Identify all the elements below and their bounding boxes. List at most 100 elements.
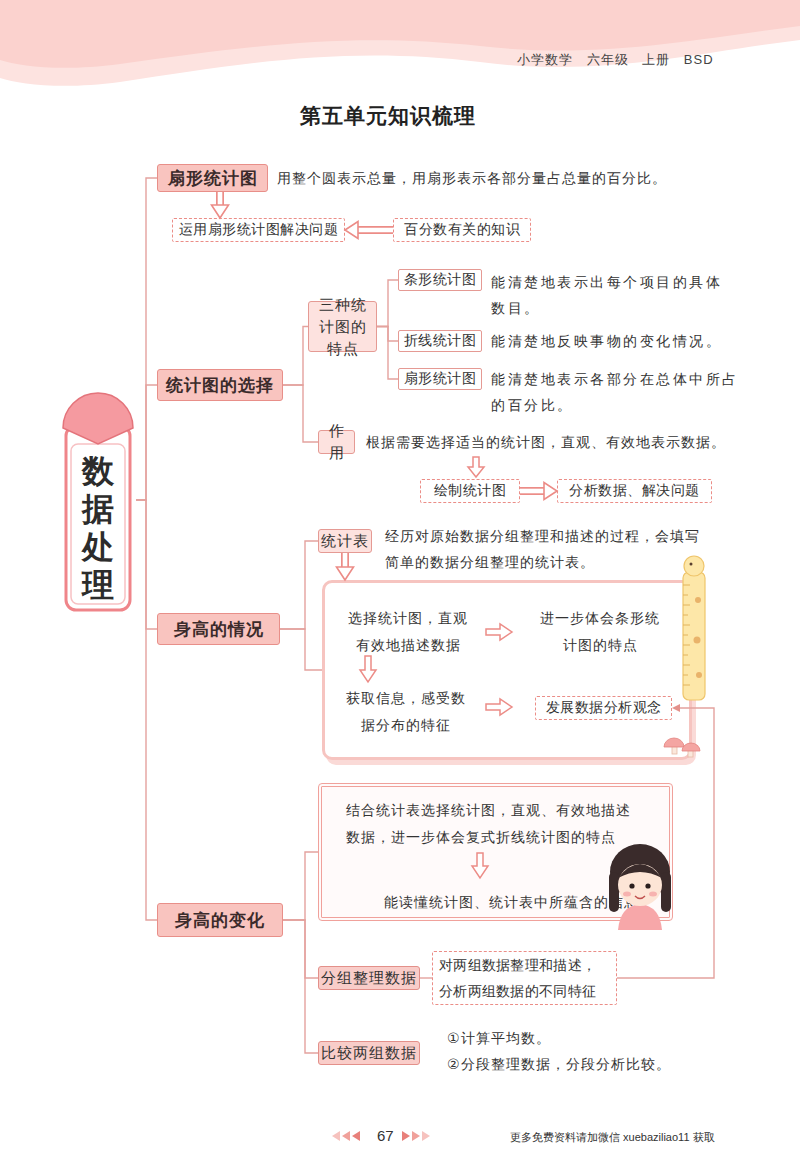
sub-box: 比较两组数据: [318, 1041, 420, 1065]
node-text: 扇形统计图: [168, 167, 258, 190]
branch-line: [420, 978, 432, 979]
sub-box: 作用: [318, 430, 355, 454]
footer-triangle: [402, 1131, 410, 1141]
node-text: 运用扇形统计图解决问题: [179, 221, 339, 239]
description-text: 根据需要选择适当的统计图，直观、有效地表示数据。: [366, 429, 766, 455]
description-text: 能清楚地反映事物的变化情况。: [491, 328, 751, 354]
giraffe-spot: [694, 637, 701, 644]
giraffe-head: [684, 556, 704, 576]
node-text: 条形统计图: [404, 271, 477, 289]
footer-triangle: [422, 1131, 430, 1141]
shield-fan: [63, 393, 133, 444]
arrow-head: [212, 205, 229, 218]
branch-line: [280, 629, 322, 670]
arrow-head: [337, 567, 354, 580]
arrow-head: [672, 704, 680, 712]
header-wave: [0, 0, 800, 86]
girl-pigtail: [661, 872, 671, 912]
node-text: 统计表: [321, 530, 369, 552]
mushroom-cap: [664, 738, 684, 747]
girl-body: [618, 904, 662, 930]
branch-line: [617, 704, 714, 978]
node-text: 发展数据分析观念: [546, 699, 662, 717]
footer-triangle: [412, 1131, 420, 1141]
girl-hair: [610, 844, 670, 900]
hollow-arrow-connector: [337, 553, 354, 580]
giraffe-ruler: [683, 556, 705, 700]
header-text: 小学数学 六年级 上册 BSD: [517, 50, 714, 70]
node-text: 分析数据、解决问题: [569, 482, 700, 500]
arrow-shaft-fill: [218, 192, 223, 206]
hollow-arrow-connector: [520, 483, 557, 500]
branch-line: [283, 327, 308, 386]
node-text: 对两组数据整理和描述，分析两组数据的不同特征: [439, 952, 610, 1004]
node-text: 比较两组数据: [321, 1044, 417, 1063]
chart-type-box: 扇形统计图: [398, 368, 482, 390]
arrow-shaft-outline: [216, 192, 224, 206]
node-text: 百分数有关的知识: [404, 221, 520, 239]
dashed-note: 对两组数据整理和描述，分析两组数据的不同特征: [432, 951, 617, 1005]
arrow-shaft-fill: [343, 553, 348, 568]
page-number: 67: [377, 1126, 394, 1146]
hollow-arrow: [486, 624, 512, 640]
connector-line: [136, 500, 157, 629]
mushroom-stem: [672, 745, 677, 754]
branch-line: [136, 500, 157, 629]
branch-line: [283, 920, 318, 978]
list-item: ②分段整理数据，分段分析比较。: [447, 1051, 767, 1077]
footer-triangle: [332, 1131, 340, 1141]
node-text: 身高的情况: [174, 618, 264, 641]
node-text: 身高的变化: [175, 909, 265, 932]
dashed-box: 分析数据、解决问题: [557, 479, 712, 503]
shield-body: [66, 426, 130, 610]
footer-triangle: [352, 1131, 360, 1141]
hollow-arrow: [360, 656, 376, 682]
girl-mouth: [635, 896, 645, 899]
arrow-shaft-fill: [357, 228, 393, 233]
arrow-shaft-outline: [341, 553, 349, 568]
hollow-arrow: [468, 457, 484, 477]
branch-line: [280, 541, 318, 629]
node-text: 分组整理数据: [321, 969, 417, 988]
hollow-arrow: [472, 853, 488, 878]
connector-line: [280, 629, 322, 670]
footer-triangle: [342, 1131, 350, 1141]
node-text: 结合统计表选择统计图，直观、有效地描述数据，进一步体会复式折线统计图的特点: [346, 797, 638, 851]
girl-eye: [629, 883, 634, 888]
node-text: 作用: [321, 420, 352, 464]
connector-line: [377, 280, 398, 327]
chart-type-box: 条形统计图: [398, 269, 482, 291]
girl-pigtail: [609, 872, 619, 912]
node-text: 能读懂统计图、统计表中所蕴含的信息: [384, 889, 646, 916]
description-text: 能清楚地表示各部分在总体中所占的百分比。: [491, 366, 747, 418]
girl-eye: [645, 883, 650, 888]
branch-line: [377, 327, 398, 380]
dashed-box: 发展数据分析观念: [535, 696, 672, 720]
shield-inner-line: [71, 444, 125, 604]
hollow-arrow-connector: [345, 222, 393, 239]
connector-line: [283, 852, 318, 920]
connector-line: [283, 327, 308, 386]
giraffe-eye: [690, 563, 693, 566]
dashed-box: 运用扇形统计图解决问题: [172, 218, 345, 242]
description-text: 经历对原始数据分组整理和描述的过程，会填写简单的数据分组整理的统计表。: [385, 523, 705, 575]
connector-line: [617, 708, 714, 978]
girl-cheek: [623, 892, 631, 897]
chart-type-box: 折线统计图: [398, 330, 482, 352]
node-text: 进一步体会条形统计图的特点: [535, 605, 665, 659]
sub-box: 分组整理数据: [318, 966, 420, 990]
arrow-head: [345, 222, 358, 239]
girl-cheek: [649, 892, 657, 897]
topic-shield: 数据处理: [60, 386, 136, 614]
arrow-shaft-outline: [520, 487, 545, 495]
branch-line: [377, 280, 398, 327]
connector-line: [136, 178, 157, 500]
branch-line: [136, 178, 157, 500]
branch-box: 统计图的选择: [157, 369, 283, 401]
